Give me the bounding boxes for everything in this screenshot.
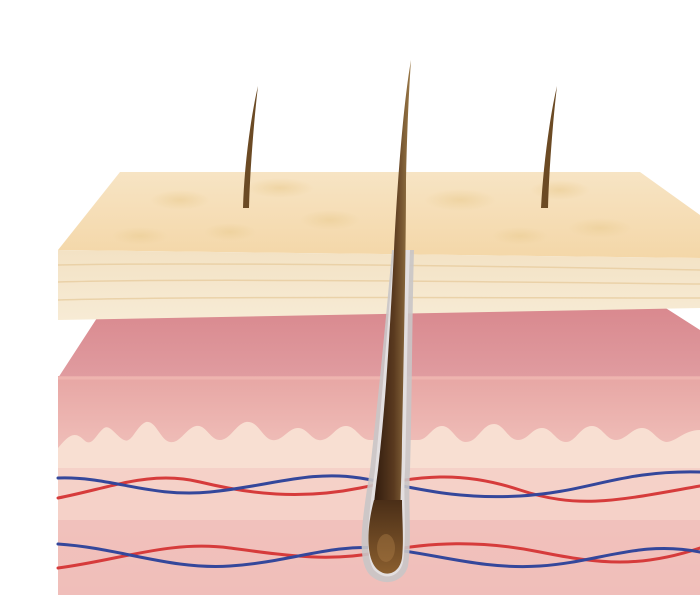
- hair-bulb: [368, 500, 402, 574]
- epidermis-layer: [58, 172, 700, 320]
